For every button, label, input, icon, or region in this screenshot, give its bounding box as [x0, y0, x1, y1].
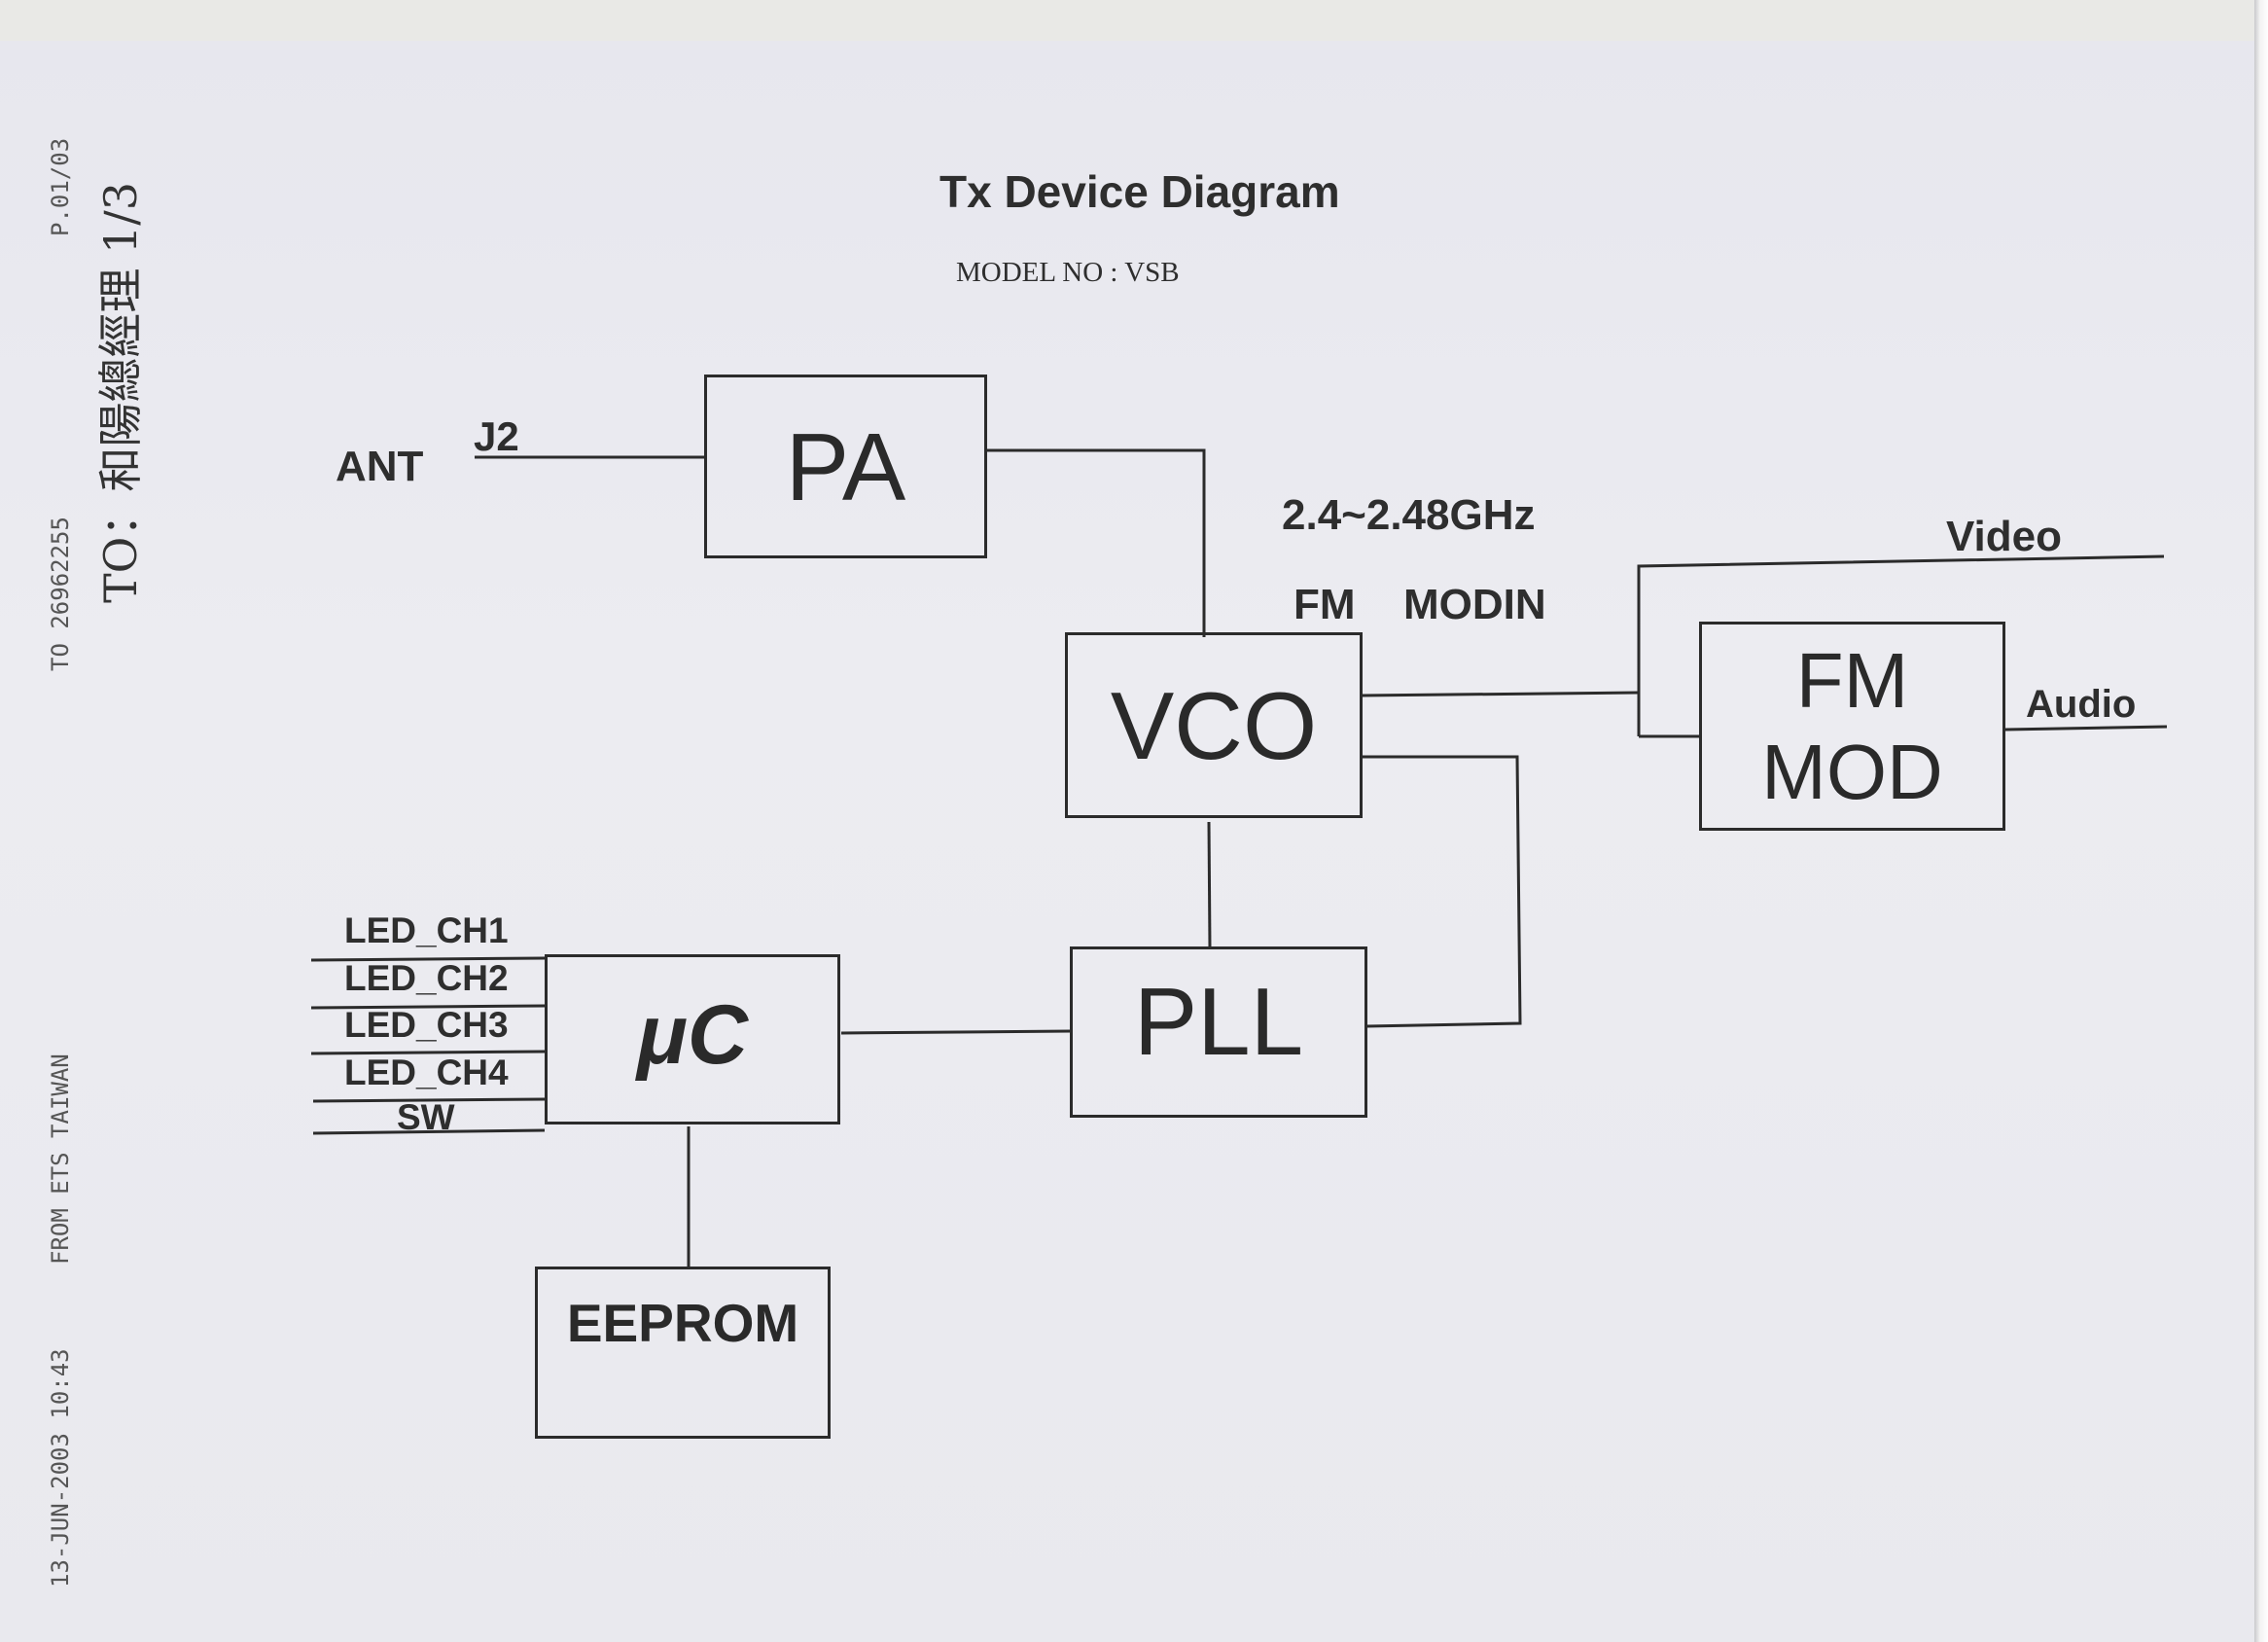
block-pa: PA — [704, 375, 987, 558]
block-vco: VCO — [1065, 632, 1363, 818]
wire-led-ch4 — [312, 1097, 546, 1103]
label-led-ch1: LED_CH1 — [344, 910, 509, 950]
block-eeprom-label: EEPROM — [566, 1293, 799, 1353]
label-fm: FM — [1293, 581, 1356, 628]
wire-vco-pll-loop — [1362, 755, 1522, 1028]
wire-led-ch2 — [310, 1004, 546, 1010]
block-pa-label: PA — [785, 412, 906, 520]
block-eeprom: EEPROM — [535, 1267, 831, 1439]
wire-vco-pll — [1207, 821, 1212, 949]
block-fm-mod-label-line2: MOD — [1761, 728, 1943, 815]
label-sw: SW — [397, 1097, 455, 1137]
wire-sw — [312, 1128, 546, 1135]
label-led-ch3: LED_CH3 — [344, 1005, 509, 1045]
label-modin: MODIN — [1403, 581, 1546, 628]
block-microcontroller-label: μC — [637, 987, 748, 1082]
label-frequency-range: 2.4~2.48GHz — [1282, 491, 1536, 539]
label-led-ch2: LED_CH2 — [344, 958, 509, 998]
block-vco-label: VCO — [1110, 671, 1318, 779]
label-led-ch4: LED_CH4 — [344, 1053, 509, 1092]
wire-vco-fm-mod — [1361, 691, 1640, 697]
label-audio: Audio — [2026, 683, 2137, 726]
block-pll-label: PLL — [1133, 968, 1304, 1075]
wire-audio — [2004, 725, 2168, 732]
paper-sheet — [0, 41, 2254, 1642]
block-microcontroller: μC — [545, 954, 840, 1124]
wire-led-ch1 — [310, 956, 546, 962]
diagram-title: Tx Device Diagram — [939, 166, 1340, 217]
paper-edge — [2254, 0, 2268, 1642]
block-pll: PLL — [1070, 946, 1367, 1118]
wire-pa-vco — [985, 448, 1206, 637]
block-fm-mod-label-line1: FM — [1795, 636, 1909, 724]
label-video: Video — [1946, 513, 2063, 560]
wire-uc-pll — [840, 1029, 1073, 1035]
model-number: MODEL NO : VSB — [956, 257, 1180, 288]
label-j2: J2 — [474, 413, 519, 459]
wire-fm-mod-bracket — [1637, 554, 2165, 736]
block-fm-mod: FM MOD — [1699, 622, 2005, 831]
label-ant: ANT — [336, 443, 424, 490]
wire-led-ch3 — [310, 1050, 546, 1055]
